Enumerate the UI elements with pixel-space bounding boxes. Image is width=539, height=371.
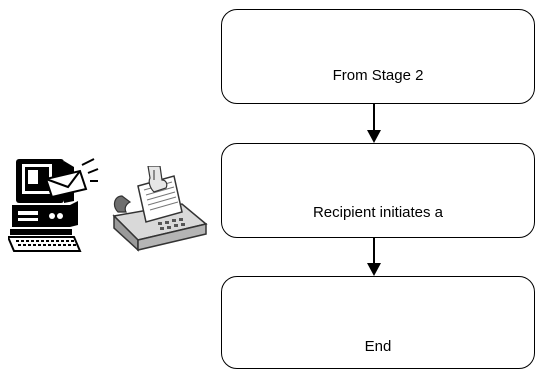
stage-label: End (364, 338, 392, 355)
stage-label: Recipient initiates a (312, 204, 444, 221)
stage-box-end: End (221, 276, 535, 369)
stage-box-from-stage-2: From Stage 2 (221, 9, 535, 104)
down-arrow-icon (367, 238, 381, 276)
computer-email-icon (8, 158, 99, 252)
stage-label: From Stage 2 (332, 67, 424, 84)
stage-box-recipient-initiates: Recipient initiates a (221, 143, 535, 238)
fax-machine-icon (112, 166, 208, 252)
down-arrow-icon (367, 104, 381, 143)
